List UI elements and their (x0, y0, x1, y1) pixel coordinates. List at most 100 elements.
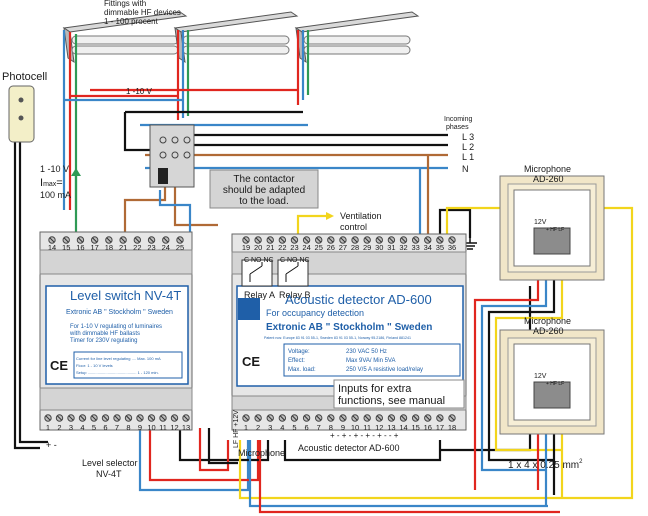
relay-a (241, 259, 273, 287)
terminal-screw-slot (279, 415, 285, 421)
ventilation-line1: Ventilation (340, 211, 382, 221)
terminal-screw-slot (137, 415, 143, 421)
terminal-screw-slot (328, 415, 334, 421)
terminal-number: 29 (363, 243, 371, 252)
terminal-number: 3 (69, 423, 73, 432)
terminal-screw-slot (449, 415, 455, 421)
terminal-number: 21 (266, 243, 274, 252)
terminal-number: 6 (103, 423, 107, 432)
spec-label-voltage: Voltage: (288, 349, 310, 355)
mic2-title: Microphone (524, 316, 571, 326)
terminal-screw-slot (126, 415, 131, 421)
phase-label-l3: L 3 (462, 132, 474, 142)
phase-label-n: N (462, 164, 469, 174)
terminal-screw-slot (437, 237, 443, 243)
terminal-number: 1 (244, 423, 248, 432)
mic1-pins: 12V (534, 219, 547, 226)
acoustic-subtitle: For occupancy detection (266, 308, 364, 318)
terminal-screw-slot (352, 237, 358, 243)
level-switch-desc3: Timer for 230V regulating (70, 338, 137, 344)
phases-title2: phases (446, 124, 469, 131)
terminal-screw-slot (163, 237, 169, 243)
level-selector-caption2: NV-4T (96, 469, 122, 479)
mic2-model: AD-260 (533, 326, 564, 336)
terminal-screw-slot (45, 415, 51, 421)
terminal-number: 23 (290, 243, 298, 252)
terminal-screw-slot (376, 237, 382, 243)
terminal-screw-slot (340, 237, 346, 243)
control-voltage-label: 1 -10 V (126, 87, 152, 96)
contactor-note: The contactor should be adapted to the l… (209, 169, 319, 209)
contactor (149, 124, 195, 188)
level-switch-ce: CE (50, 358, 68, 373)
mic2-pin-labels: + HF LF (546, 381, 564, 387)
acoustic-company: Extronic AB " Stockholm " Sweden (266, 322, 432, 333)
luminaire-2 (173, 11, 299, 64)
svg-text:The contactor: The contactor (233, 174, 295, 185)
terminal-number: 13 (387, 423, 395, 432)
terminal-number: 4 (80, 423, 84, 432)
terminal-screw-slot (160, 415, 166, 421)
terminal-number: 4 (280, 423, 284, 432)
ventilation-arrow-icon (326, 212, 334, 220)
level-switch-desc1: For 1-10 V regulating of luminaires (70, 324, 162, 330)
terminal-number: 35 (436, 243, 444, 252)
terminal-number: 25 (315, 243, 323, 252)
terminal-screw-slot (68, 415, 74, 421)
spec-label-load: Max. load: (288, 367, 316, 373)
terminal-screw-slot (49, 237, 55, 243)
terminal-number: 17 (436, 423, 444, 432)
spec-value-voltage: 230 VAC 50 Hz (346, 349, 387, 355)
terminal-screw-slot (364, 415, 370, 421)
terminal-screw-slot (304, 237, 309, 243)
terminal-screw-slot (114, 415, 120, 421)
terminal-screw-slot (389, 415, 394, 421)
terminal-number: 21 (119, 243, 127, 252)
terminal-number: 15 (62, 243, 70, 252)
terminal-screw-slot (425, 415, 431, 421)
terminal-screw-slot (57, 415, 62, 421)
terminal-screw-slot (425, 237, 431, 243)
terminal-screw-slot (172, 415, 177, 421)
mic1-title: Microphone (524, 164, 571, 174)
terminal-number: 18 (105, 243, 113, 252)
terminal-number: 3 (268, 423, 272, 432)
terminal-screw-slot (120, 237, 126, 243)
terminal-number: 12 (375, 423, 383, 432)
relay-b-label: Relay B (279, 290, 311, 300)
terminal-number: 26 (327, 243, 335, 252)
acoustic-ce: CE (242, 354, 260, 369)
terminal-number: 12 (170, 423, 178, 432)
mic1-pin-labels: + HF LF (546, 227, 564, 233)
terminal-number: 13 (182, 423, 190, 432)
phases-title1: Incoming (444, 116, 473, 123)
terminal-screw-slot (316, 415, 322, 421)
terminal-screw-slot (103, 415, 108, 421)
terminal-number: 24 (302, 243, 310, 252)
terminal-screw-slot (63, 237, 69, 243)
terminal-number: 32 (399, 243, 407, 252)
luminaire-3 (294, 11, 420, 64)
acoustic-title: Acoustic detector AD-600 (285, 292, 432, 307)
ventilation-line2: control (340, 222, 367, 232)
arrow-icon (71, 168, 81, 176)
level-switch-signs: + - (46, 440, 57, 450)
mic1-model: AD-260 (533, 174, 564, 184)
cable-label: 1 x 4 x 0.25 mm2 (508, 459, 583, 471)
terminal-screw-slot (177, 237, 183, 243)
terminal-screw-slot (413, 237, 419, 243)
terminal-screw-slot (292, 415, 297, 421)
terminal-screw-slot (243, 415, 249, 421)
svg-text:functions, see manual: functions, see manual (338, 395, 445, 407)
spec-value-effect: Max 9VA/ Min 5VA (346, 358, 395, 364)
terminal-number: 8 (329, 423, 333, 432)
terminal-number: 10 (147, 423, 155, 432)
terminal-number: 7 (317, 423, 321, 432)
photocell-voltage: 1 -10 V (40, 164, 69, 174)
terminal-screw-slot (279, 237, 285, 243)
relay-b (277, 259, 309, 287)
